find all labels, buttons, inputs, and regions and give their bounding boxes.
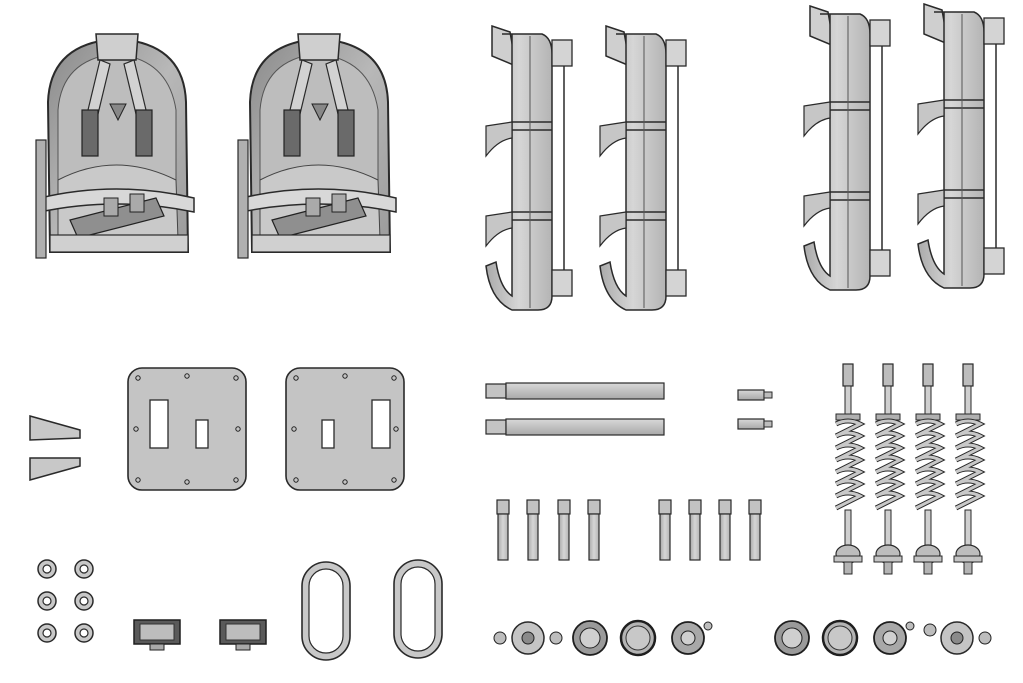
- wedge-part-top: [29, 415, 81, 441]
- hub-7: [873, 621, 915, 655]
- shock-absorber-4: [954, 364, 982, 574]
- oval-ring-left: [301, 561, 351, 661]
- hub-8: [923, 621, 992, 655]
- hub-3: [619, 619, 657, 657]
- shock-absorber-3: [914, 364, 942, 574]
- exhaust-manifold-3: [803, 5, 891, 291]
- washer-grid: [37, 559, 94, 643]
- hub-5: [774, 620, 810, 656]
- shock-absorber-1: [834, 364, 862, 574]
- shock-absorber-2: [874, 364, 902, 574]
- small-pin-group-right: [658, 499, 762, 561]
- small-pin-group-left: [496, 499, 601, 561]
- oval-ring-right: [393, 559, 443, 659]
- exhaust-manifold-1: [485, 25, 573, 311]
- hub-2: [572, 620, 608, 656]
- seat-right: [237, 33, 397, 259]
- seat-left: [35, 33, 195, 259]
- mounting-plate-right: [285, 367, 405, 491]
- exhaust-manifold-2: [599, 25, 687, 311]
- hub-6: [821, 619, 859, 657]
- short-pin-bottom: [737, 418, 773, 430]
- exhaust-manifold-4: [917, 3, 1005, 289]
- hub-1: [493, 621, 563, 655]
- short-pin-top: [737, 389, 773, 401]
- long-rod-bottom: [485, 418, 665, 436]
- mounting-plate-left: [127, 367, 247, 491]
- hub-4: [671, 621, 713, 655]
- wedge-part-bottom: [29, 457, 81, 481]
- long-rod-top: [485, 382, 665, 400]
- bracket-left: [133, 619, 181, 651]
- bracket-right: [219, 619, 267, 651]
